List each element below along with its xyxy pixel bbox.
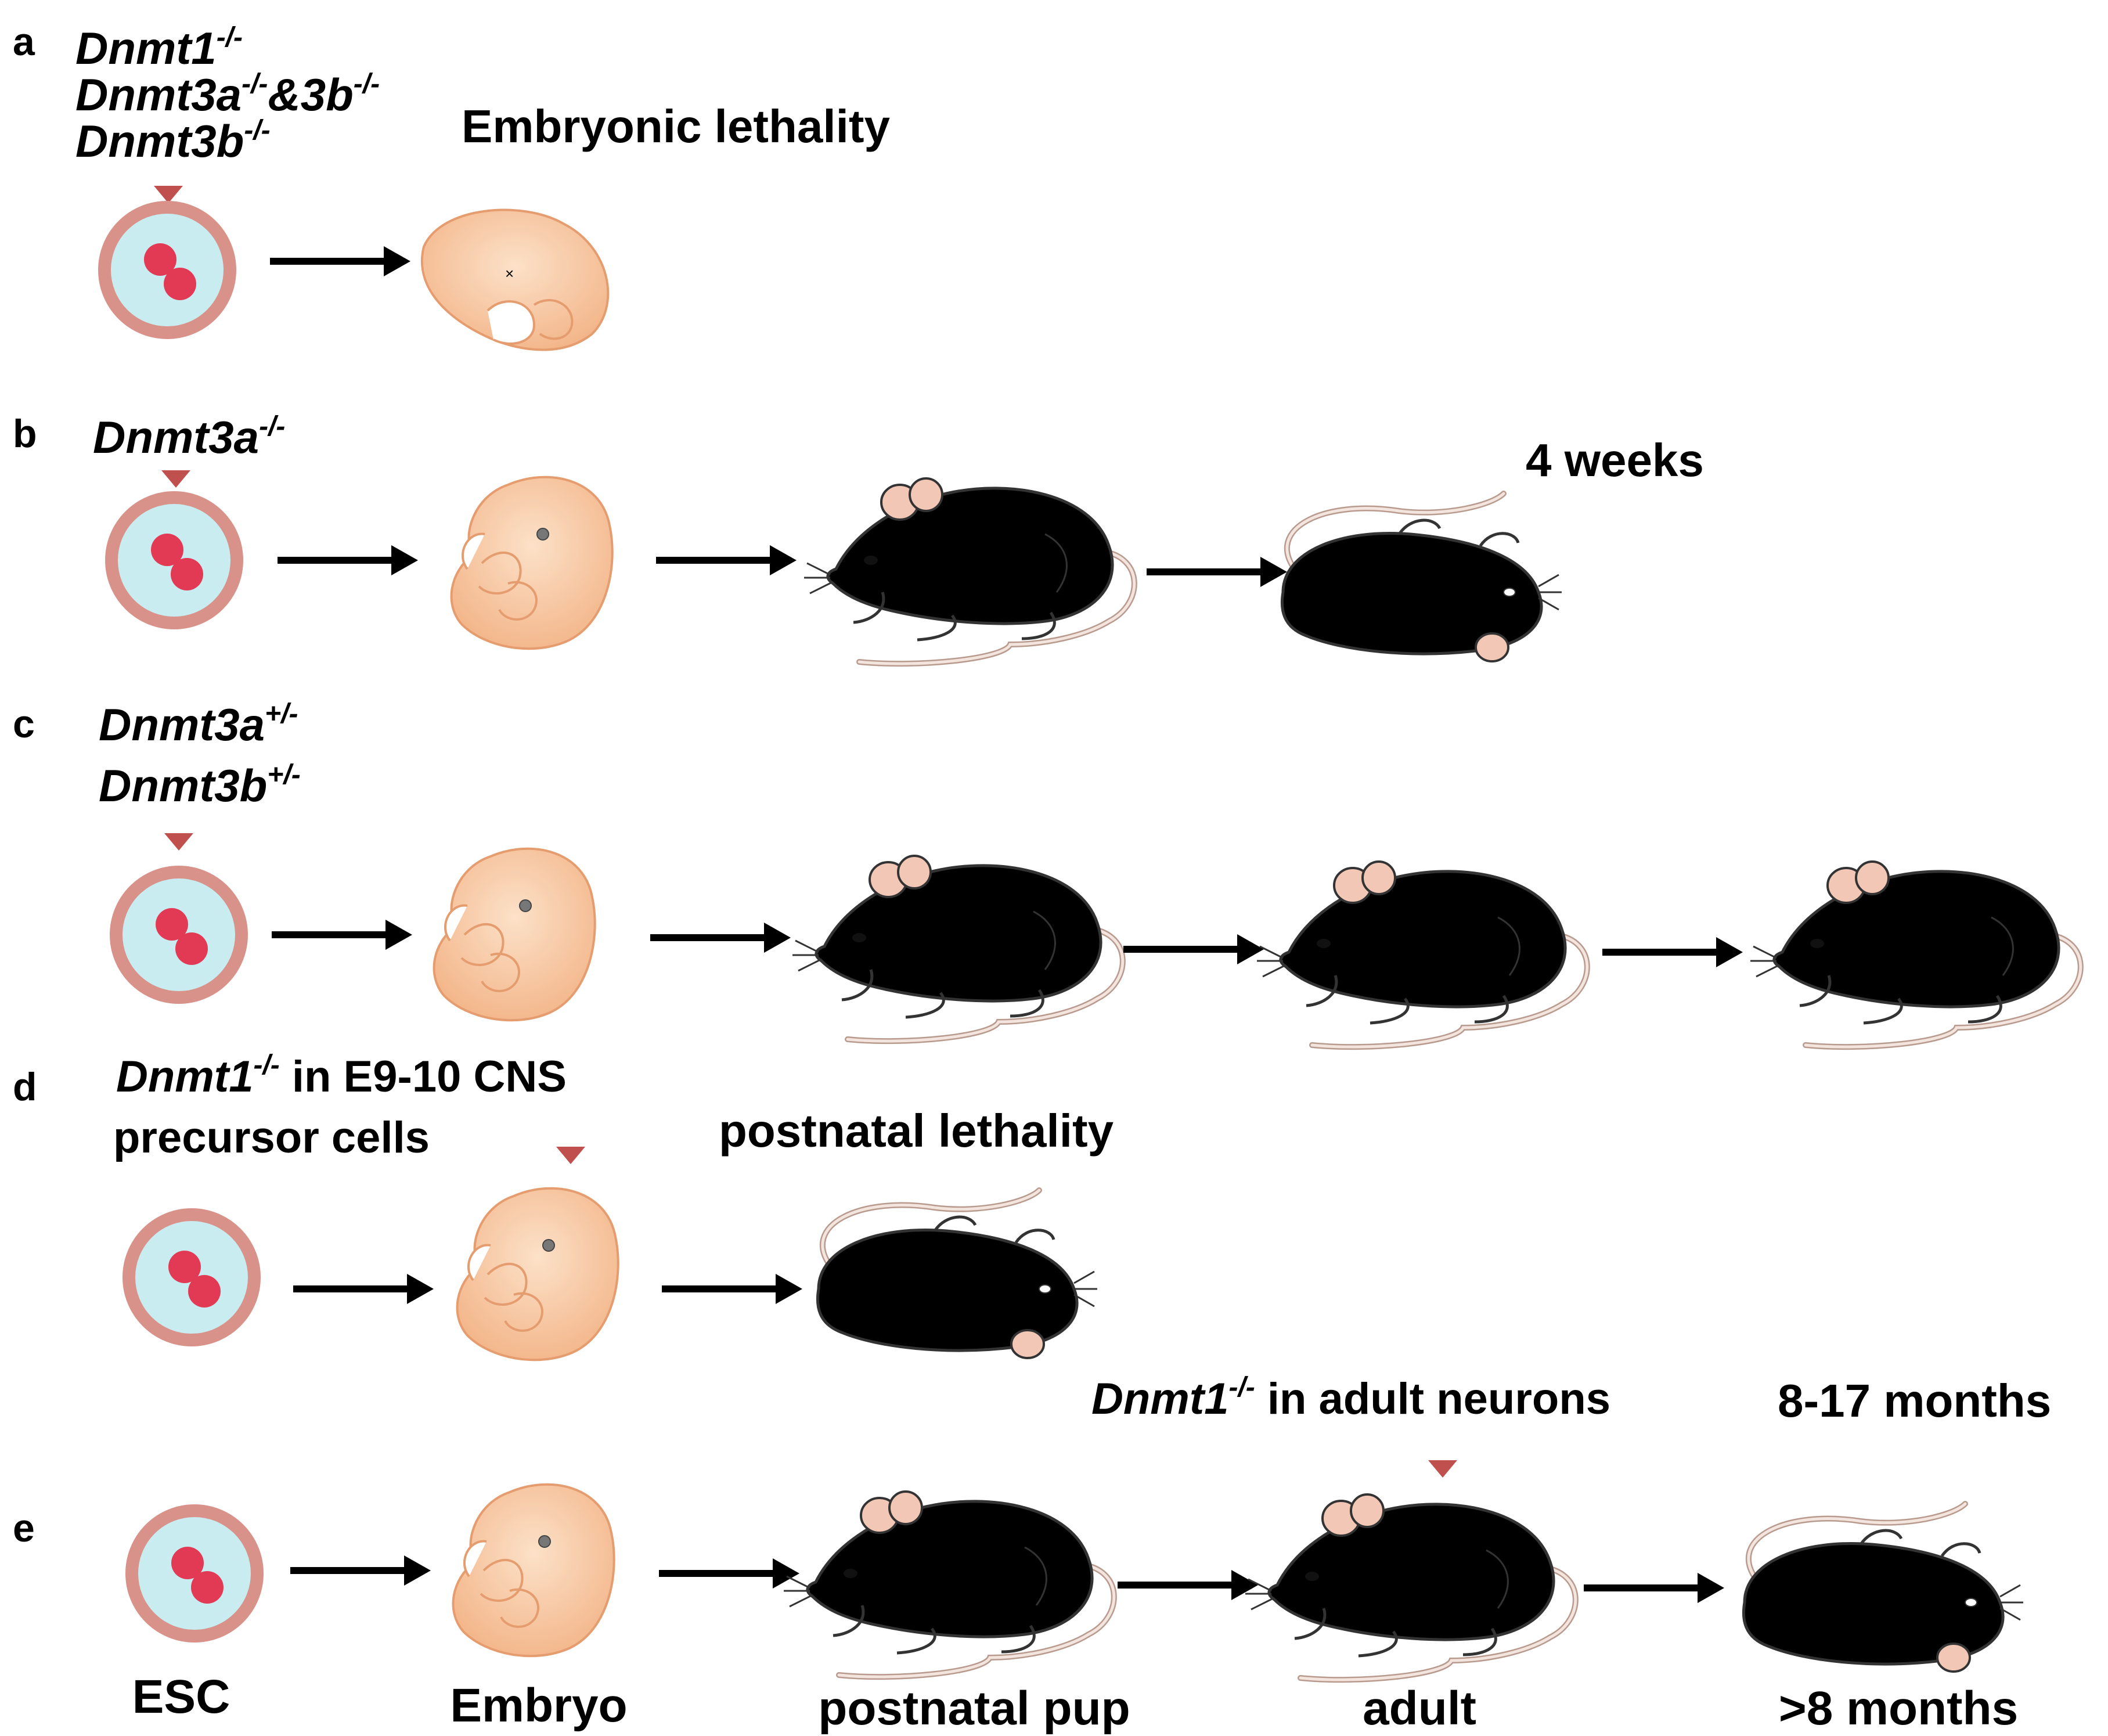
- embryo: [456, 1187, 619, 1362]
- timing-4-weeks: 4 weeks: [1526, 434, 1704, 486]
- postnatal-pup-mouse: [784, 1492, 1114, 1677]
- arrow: [1147, 557, 1287, 587]
- marker-triangle: [161, 470, 190, 488]
- gene-context-line2: precursor cells: [113, 1113, 430, 1162]
- panel-d: d Dnmt1-/- in E9-10 CNS precursor cells …: [13, 1050, 1114, 1362]
- esc-cell: [132, 1511, 257, 1636]
- stage-label-esc: ESC: [132, 1670, 230, 1723]
- gene-label-dnmt3a: Dnmt3a-/-: [93, 411, 285, 463]
- postnatal-pup-mouse: [804, 478, 1134, 664]
- stage-label-embryo: Embryo: [450, 1679, 627, 1732]
- stage-label-adult: adult: [1363, 1682, 1476, 1735]
- arrow: [270, 246, 410, 276]
- arrow: [659, 1558, 799, 1589]
- panel-b: b Dnmt3a-/- 4 weeks: [13, 411, 1704, 664]
- arrow: [278, 545, 418, 575]
- arrow: [1118, 1570, 1258, 1600]
- arrow: [1602, 937, 1743, 967]
- embryo: [452, 1483, 615, 1658]
- outcome-postnatal-lethality: postnatal lethality: [719, 1105, 1114, 1157]
- dead-pup-mouse: [817, 1190, 1097, 1358]
- arrow: [272, 920, 412, 950]
- gene-label-dnmt1: Dnmt1-/-: [75, 22, 243, 74]
- panel-label-b: b: [13, 412, 37, 456]
- stage-label-over-8-months: >8 months: [1779, 1682, 2018, 1735]
- outcome-embryonic-lethality: Embryonic lethality: [462, 100, 890, 152]
- gene-label-dnmt3a-3b: Dnmt3a-/-&3b-/-: [75, 69, 380, 120]
- timing-8-17-months: 8-17 months: [1778, 1375, 2051, 1427]
- adult-mouse: [1257, 862, 1587, 1047]
- dead-aged-mouse: [1743, 1504, 2023, 1672]
- adult-mouse: [1245, 1494, 1576, 1680]
- gene-context-adult-neurons: Dnmt1-/- in adult neurons: [1091, 1372, 1610, 1424]
- panel-c: c Dnmt3a+/- Dnmt3b+/-: [13, 698, 2081, 1047]
- esc-cell: [105, 207, 230, 333]
- arrow: [1123, 934, 1264, 964]
- arrow: [656, 545, 797, 575]
- gene-label-dnmt3a-het: Dnmt3a+/-: [99, 698, 298, 750]
- marker-triangle: [1428, 1460, 1457, 1478]
- aged-mouse: [1750, 862, 2081, 1047]
- esc-cell: [116, 872, 242, 997]
- marker-triangle: [154, 186, 183, 203]
- embryo: [433, 847, 596, 1022]
- panel-label-e: e: [13, 1506, 35, 1550]
- arrow: [662, 1274, 802, 1304]
- panel-label-c: c: [13, 702, 35, 746]
- esc-cell: [111, 498, 237, 623]
- dead-adult-mouse: [1282, 494, 1562, 661]
- arrow: [1584, 1573, 1724, 1603]
- panel-e: e Dnmt1-/- in adult neurons 8-17 months …: [13, 1372, 2051, 1735]
- embryo: [450, 476, 614, 650]
- arrow: [650, 923, 791, 953]
- panel-label-a: a: [13, 20, 35, 64]
- panel-a: a Dnmt1-/- Dnmt3a-/-&3b-/- Dnmt3b-/- Emb…: [13, 20, 890, 351]
- marker-triangle: [164, 833, 193, 851]
- gene-label-dnmt3b-het: Dnmt3b+/-: [99, 759, 301, 811]
- esc-cell: [129, 1215, 254, 1340]
- gene-context-line1: Dnmt1-/- in E9-10 CNS: [116, 1050, 567, 1101]
- marker-triangle: [556, 1147, 585, 1164]
- panel-label-d: d: [13, 1065, 37, 1109]
- arrow: [290, 1555, 431, 1586]
- lethal-embryo: [420, 208, 610, 351]
- stage-label-postnatal-pup: postnatal pup: [818, 1682, 1130, 1735]
- gene-label-dnmt3b: Dnmt3b-/-: [75, 115, 271, 167]
- arrow: [293, 1274, 434, 1304]
- postnatal-pup-mouse: [792, 856, 1123, 1041]
